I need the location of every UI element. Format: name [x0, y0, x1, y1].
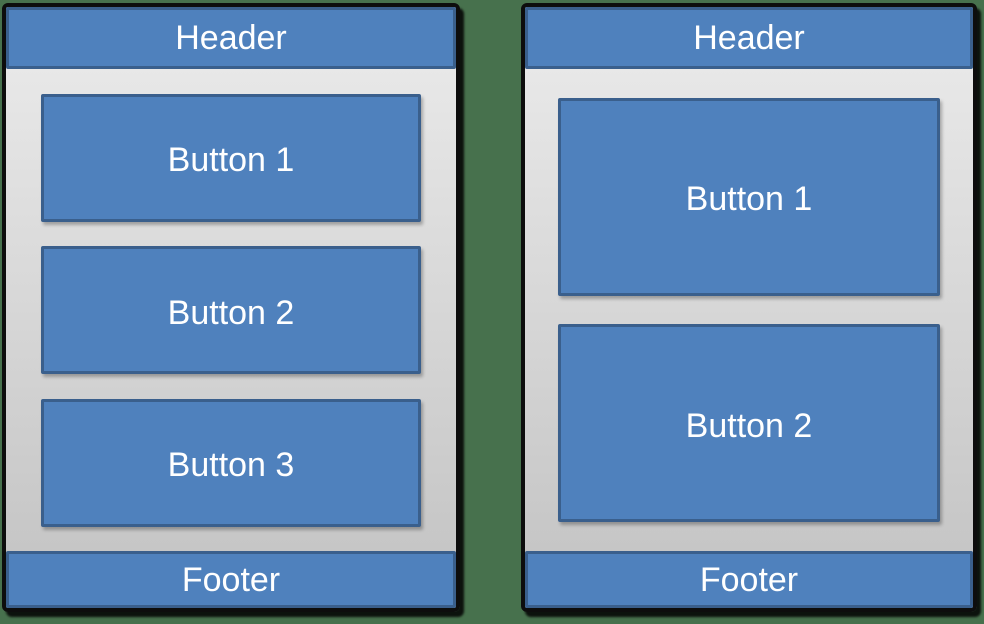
button-label: Button 3 — [167, 446, 295, 484]
footer-bar: Footer — [525, 551, 973, 608]
button-1[interactable]: Button 1 — [558, 97, 940, 296]
button-label: Button 2 — [685, 406, 813, 445]
button-label: Button 1 — [167, 141, 295, 179]
panel-content: Button 1 Button 2 Button 3 — [6, 69, 456, 551]
button-label: Button 2 — [167, 293, 295, 332]
footer-label: Footer — [181, 560, 281, 599]
button-label: Button 1 — [685, 180, 813, 219]
button-1[interactable]: Button 1 — [41, 93, 421, 222]
button-2[interactable]: Button 2 — [558, 324, 940, 523]
mockup-panel-right: Header Button 1 Button 2 Footer — [521, 3, 977, 612]
footer-label: Footer — [699, 560, 799, 599]
mockup-panel-left: Header Button 1 Button 2 Button 3 Footer — [2, 3, 460, 612]
header-bar: Header — [525, 7, 973, 69]
panel-content: Button 1 Button 2 — [525, 69, 973, 551]
header-bar: Header — [6, 7, 456, 69]
footer-bar: Footer — [6, 551, 456, 608]
button-3[interactable]: Button 3 — [41, 398, 421, 527]
header-label: Header — [175, 19, 287, 57]
header-label: Header — [693, 19, 805, 57]
button-2[interactable]: Button 2 — [41, 246, 421, 374]
